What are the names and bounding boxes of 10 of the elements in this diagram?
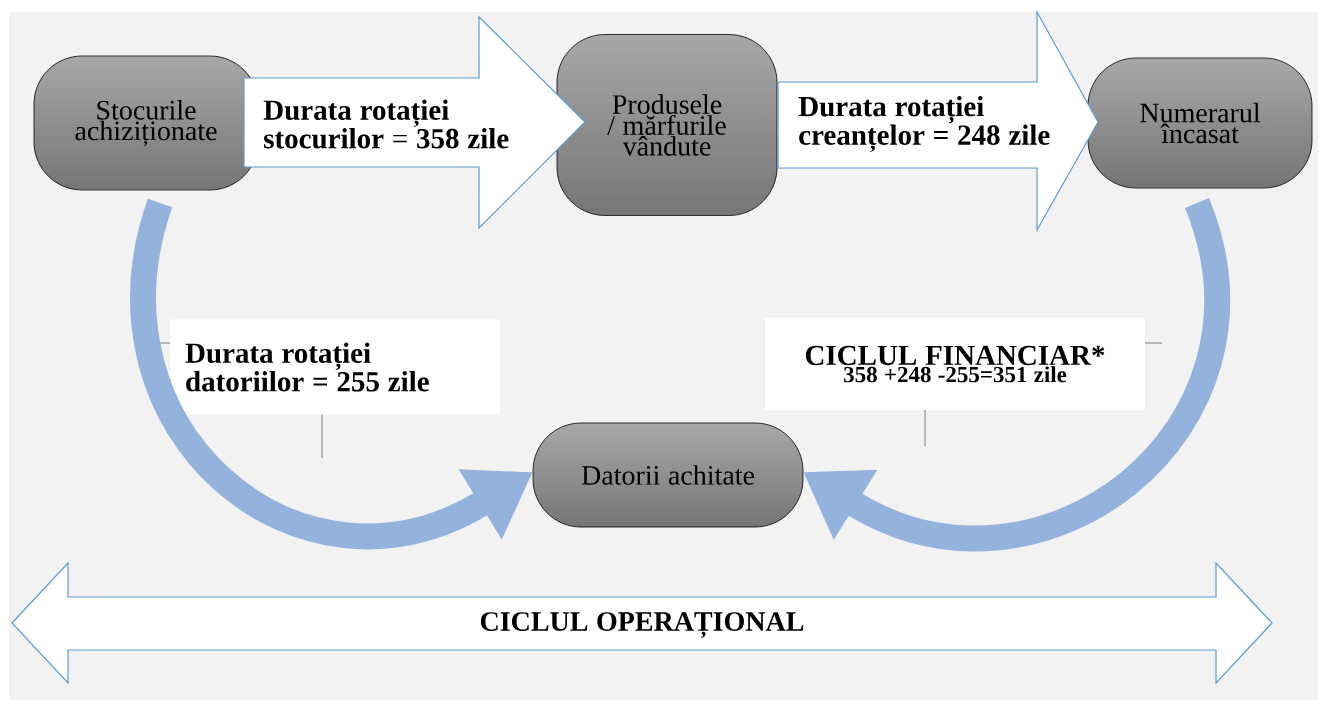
process-box: Stocurile achiziționate [33,55,259,191]
block-arrow [243,15,586,230]
process-box: Numerarul încasat [1087,57,1313,189]
process-box: Produsele / mărfurile vândute [556,34,778,216]
text-box: Durata rotației datoriilor = 255 zile [170,319,500,415]
edge-label: Durata rotației creanțelor = 248 zile [798,96,1050,153]
process-box: Datorii achitate [532,422,804,528]
edge-label: Durata rotației stocurilor = 358 zile [263,99,509,149]
text-box: CICLUL FINANCIAR* 358 +248 -255=351 zile [765,318,1145,410]
block-arrow [777,9,1099,233]
